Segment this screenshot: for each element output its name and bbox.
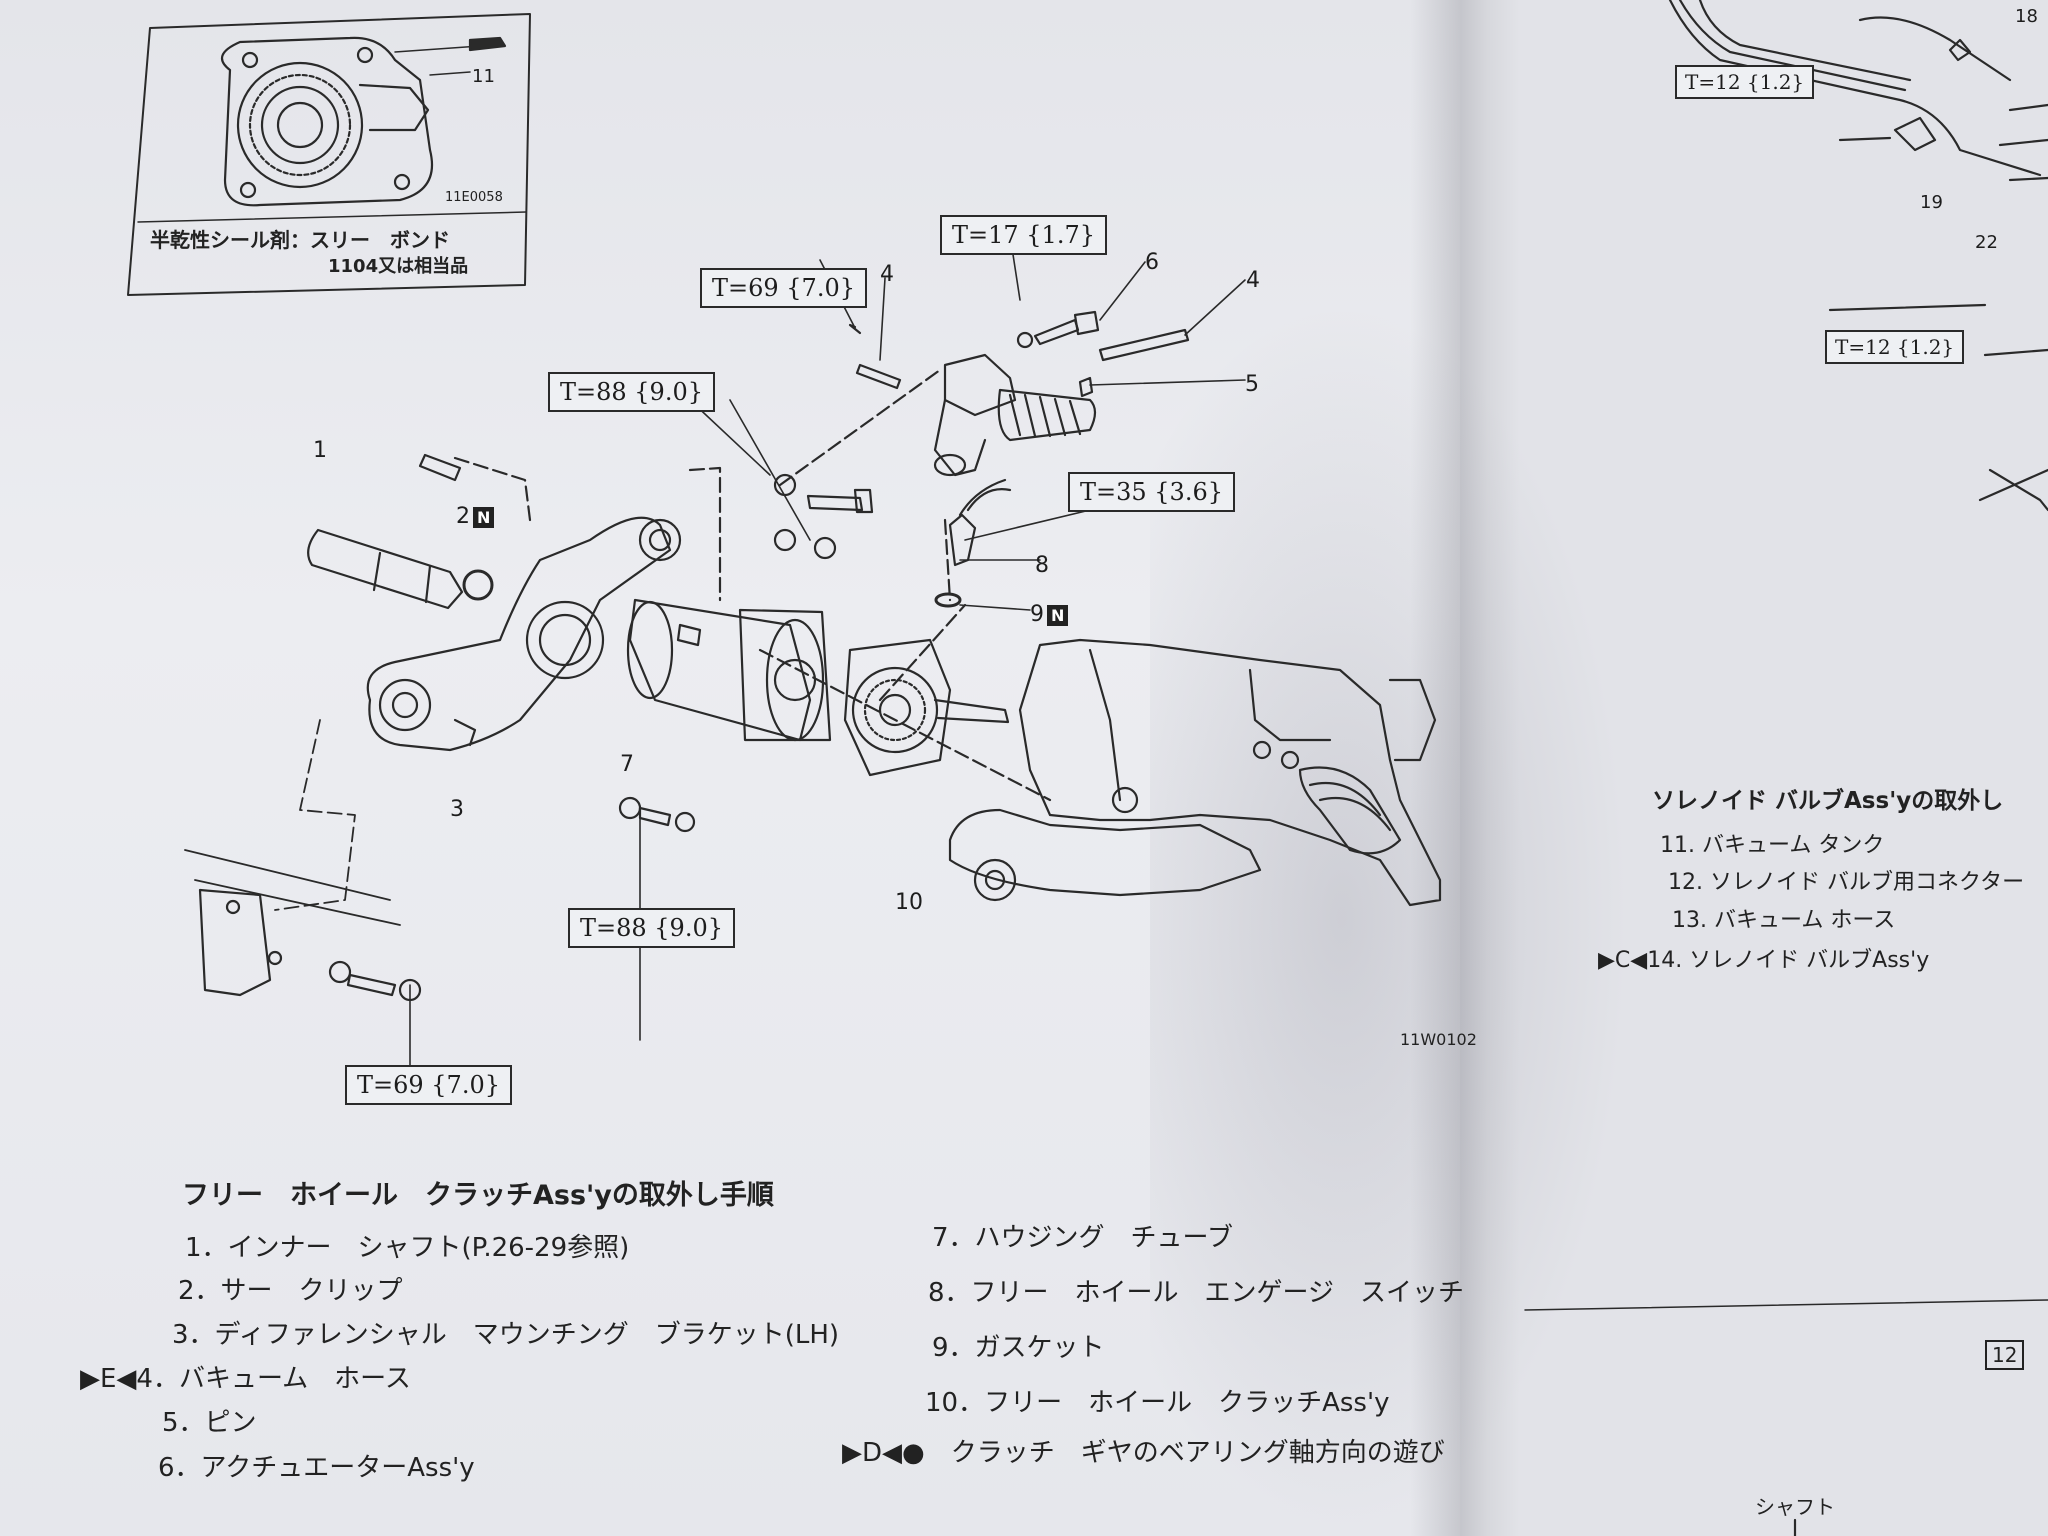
- procedure-heading: フリー ホイール クラッチAss'yの取外し手順: [182, 1180, 774, 1211]
- step-3: 3．ディファレンシャル マウンチング ブラケット(LH): [172, 1320, 840, 1350]
- pin: [855, 363, 902, 390]
- right-heading: ソレノイド バルブAss'yの取外し: [1652, 788, 2004, 814]
- inset-callout-11: 11: [472, 66, 495, 87]
- torque-box-switch: T=35 {3.6}: [1068, 472, 1235, 512]
- callout-3: 3: [450, 797, 464, 822]
- right-shaft-label: シャフト: [1755, 1495, 1835, 1519]
- callout-10: 10: [895, 890, 923, 915]
- torque-box-bolt-69-upper: T=69 {7.0}: [700, 268, 867, 308]
- torque-box-actuator-bolt: T=17 {1.7}: [940, 215, 1107, 255]
- callout-18: 18: [2015, 6, 2038, 27]
- torque-box-bolt-88-lower: T=88 {9.0}: [568, 908, 735, 948]
- callout-22: 22: [1975, 232, 1998, 253]
- step-1: 1．インナー シャフト(P.26-29参照): [185, 1233, 630, 1263]
- step-check-clutch-gear: ▶D◀● クラッチ ギヤのベアリング軸方向の遊び: [842, 1438, 1445, 1468]
- right-page: [1460, 0, 2048, 1536]
- step-9: 9．ガスケット: [932, 1333, 1105, 1363]
- diff-bracket: [366, 516, 672, 752]
- step-6: 6．アクチュエーターAss'y: [158, 1453, 475, 1483]
- torque-box-nut-88-upper: T=88 {9.0}: [548, 372, 715, 412]
- callout-8: 8: [1035, 553, 1049, 578]
- step-4: ▶E◀4．バキューム ホース: [80, 1364, 411, 1394]
- circlip: [462, 569, 494, 601]
- right-torque-box-b: T=12 {1.2}: [1825, 330, 1965, 364]
- inset-image-code: 11E0058: [445, 190, 503, 205]
- torque-box-bolt-69-lower: T=69 {7.0}: [345, 1065, 512, 1105]
- callout-7: 7: [620, 752, 634, 777]
- engage-switch: [948, 513, 977, 567]
- n-badge-gasket: N: [1047, 604, 1069, 626]
- inset-note-line2: 1104又は相当品: [328, 256, 469, 277]
- right-item-12: 12. ソレノイド バルブ用コネクター: [1668, 870, 2025, 895]
- callout-5: 5: [1245, 372, 1259, 397]
- inset-frame: [127, 13, 531, 296]
- differential-carrier: [1018, 638, 1442, 907]
- right-item-11: 11. バキューム タンク: [1660, 833, 1885, 858]
- callout-4-pin: 4: [880, 262, 894, 287]
- inner-shaft: [307, 528, 464, 610]
- right-item-14: ▶C◀14. ソレノイド バルブAss'y: [1598, 948, 1930, 973]
- callout-6: 6: [1145, 250, 1159, 275]
- step-8: 8．フリー ホイール エンゲージ スイッチ: [928, 1278, 1465, 1308]
- right-item-13: 13. バキューム ホース: [1672, 908, 1896, 933]
- right-step-badge: 12: [1985, 1340, 2025, 1370]
- housing-tube: [628, 598, 812, 742]
- actuator: [943, 353, 1017, 417]
- callout-4-pin-right: 4: [1246, 268, 1260, 293]
- inset-plate: [220, 36, 434, 207]
- free-wheel-clutch: [843, 638, 952, 777]
- step-5: 5．ピン: [162, 1408, 257, 1438]
- diagram-code: 11W0102: [1400, 1030, 1477, 1049]
- book-spine-shadow: [1410, 0, 1520, 1536]
- inset-note-line1: 半乾性シール剤：スリー ボンド: [150, 228, 450, 252]
- callout-19: 19: [1920, 192, 1943, 213]
- step-10: 10．フリー ホイール クラッチAss'y: [925, 1388, 1390, 1418]
- step-2: 2．サー クリップ: [178, 1276, 403, 1306]
- callout-1: 1: [313, 438, 327, 463]
- right-torque-box-a: T=12 {1.2}: [1675, 65, 1815, 99]
- n-badge-new-part: N: [473, 506, 495, 528]
- step-7: 7．ハウジング チューブ: [932, 1223, 1233, 1253]
